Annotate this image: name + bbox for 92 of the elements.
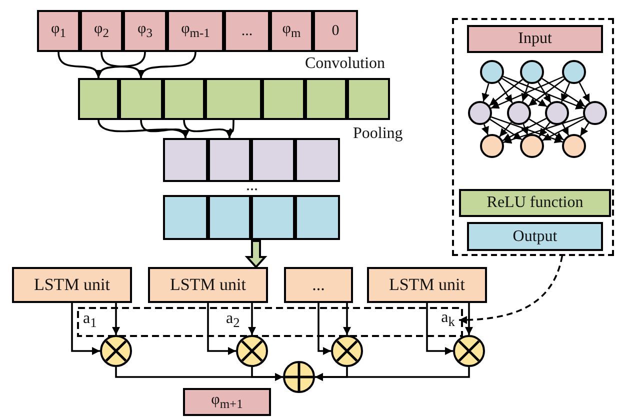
arrow — [528, 118, 564, 140]
multiply-circle — [331, 335, 363, 367]
arrow — [426, 303, 453, 355]
arrow — [528, 78, 565, 106]
arrow — [520, 124, 528, 136]
lstm-box: LSTM unit — [148, 267, 268, 303]
arrow — [315, 367, 470, 381]
network-panel — [452, 18, 614, 256]
arrow — [226, 120, 234, 138]
arrow — [318, 303, 331, 355]
neuron-circle — [468, 101, 492, 125]
convolution-cell — [163, 78, 205, 120]
prediction-box: φ$_{m+1}$ — [183, 388, 271, 416]
arrow — [489, 78, 523, 106]
weight-label: a$_{2}$ — [226, 311, 240, 330]
arrow — [502, 78, 548, 108]
add-circle — [283, 361, 315, 393]
pooling-cell — [251, 138, 295, 182]
arrow — [499, 122, 512, 138]
arrow — [490, 76, 564, 109]
dashed-arrow — [458, 256, 564, 324]
neuron-circle — [545, 101, 569, 125]
arrow — [482, 83, 490, 102]
sequence-cell: 0 — [313, 10, 358, 52]
arrow — [465, 303, 473, 335]
multiply-circle — [236, 335, 268, 367]
arrow — [538, 82, 552, 104]
weight-label: a$_{1}$ — [83, 311, 97, 330]
block-arrow — [244, 240, 268, 268]
neuron-circle — [507, 101, 531, 125]
arrow — [112, 303, 120, 335]
lstm-box: LSTM unit — [12, 267, 132, 303]
arrow — [490, 118, 522, 140]
feature-cell — [208, 195, 251, 240]
arrow — [542, 78, 586, 107]
arrow — [542, 118, 585, 141]
sequence-cell: φ$_{m}$ — [270, 10, 313, 52]
arrow — [491, 116, 563, 144]
ellipsis-label: ... — [246, 178, 258, 194]
activation-box: ReLU function — [459, 189, 611, 217]
arrow — [561, 123, 570, 136]
arrow — [207, 303, 236, 355]
output-box: Output — [467, 222, 603, 251]
lstm-box: LSTM unit — [367, 267, 487, 303]
sequence-cell: φ$_{1}$ — [37, 10, 80, 52]
neuron-circle — [520, 134, 544, 158]
arrow — [560, 82, 570, 102]
pooling-cell — [295, 138, 340, 182]
input-box: Input — [467, 25, 603, 53]
convolution-cell — [78, 78, 119, 120]
arrow — [138, 52, 196, 78]
weight-label: a$_{k}$ — [438, 309, 458, 331]
arrow — [538, 122, 550, 137]
arrow — [251, 367, 283, 381]
arrow — [502, 118, 547, 142]
arrow — [503, 116, 584, 144]
pooling-cell — [208, 138, 251, 182]
convolution-cell — [262, 78, 305, 120]
multiply-circle — [453, 335, 485, 367]
arrow — [71, 303, 100, 355]
neuron-circle — [583, 101, 607, 125]
arrow — [98, 120, 186, 138]
sequence-cell: φ$_{m-1}$ — [167, 10, 224, 52]
arrow — [498, 82, 513, 104]
stage-label: Pooling — [353, 126, 403, 142]
sequence-cell: φ$_{3}$ — [123, 10, 167, 52]
arrow — [140, 120, 188, 138]
neuron-circle — [562, 134, 586, 158]
sequence-cell: φ$_{2}$ — [80, 10, 123, 52]
sequence-cell: ... — [224, 10, 270, 52]
feature-cell — [251, 195, 295, 240]
arrow — [248, 303, 256, 335]
neuron-circle — [480, 134, 504, 158]
feature-cell — [295, 195, 340, 240]
convolution-cell — [205, 78, 262, 120]
arrow — [578, 82, 590, 103]
lstm-box: ... — [284, 267, 353, 303]
arrow — [502, 76, 584, 110]
neuron-circle — [520, 60, 544, 84]
pooling-cell — [163, 138, 208, 182]
multiply-circle — [100, 335, 132, 367]
convolution-cell — [305, 78, 347, 120]
feature-cell — [163, 195, 208, 240]
convolution-cell — [119, 78, 163, 120]
neuron-circle — [562, 60, 586, 84]
arrow — [580, 122, 590, 136]
neuron-circle — [480, 60, 504, 84]
arrow — [521, 83, 529, 102]
arrow — [481, 124, 489, 135]
stage-label: Convolution — [305, 56, 386, 72]
convolution-cell — [347, 78, 390, 120]
arrow — [343, 303, 351, 335]
